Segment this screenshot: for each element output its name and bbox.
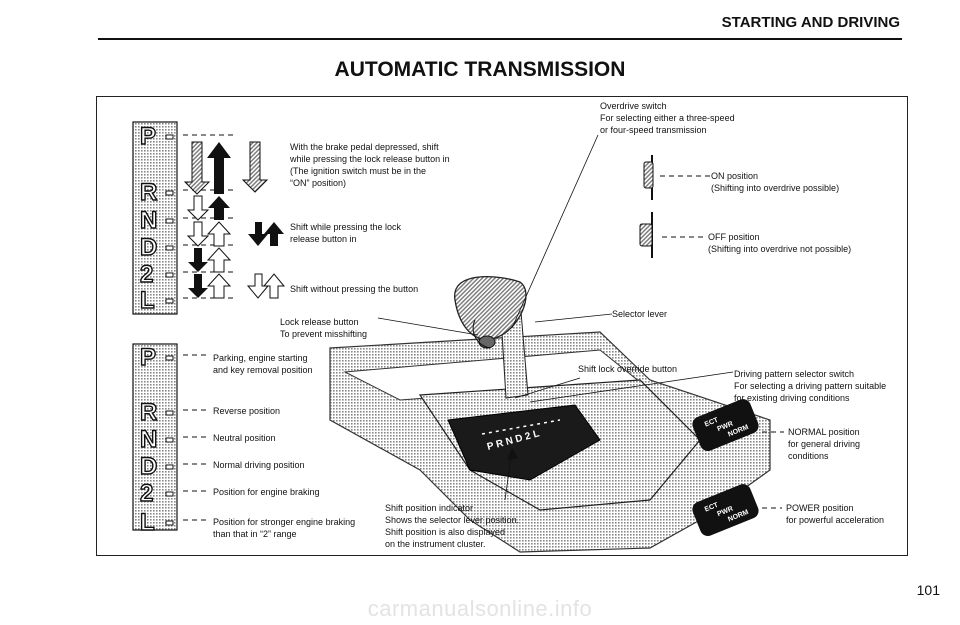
note-free-shift: Shift without pressing the button [290, 284, 419, 294]
gate-top-letter-n: N [140, 207, 157, 234]
position-2-desc: Position for engine braking [213, 487, 320, 497]
overdrive-switch-icons [639, 155, 710, 258]
gate-bottom-detent-r [165, 410, 174, 416]
gate-top-letter-2: 2 [140, 261, 153, 288]
leader-lines [377, 134, 734, 501]
gate-bottom-detent-2 [165, 491, 174, 497]
gate-bottom-letter-r: R [140, 399, 157, 426]
section-header: STARTING AND DRIVING [721, 14, 900, 31]
gate-bottom-detent-p [165, 355, 174, 361]
selector-lever-label: Selector lever [612, 309, 668, 319]
gate-bottom-letter-2: 2 [140, 480, 153, 507]
gate-top-letter-d: D [140, 234, 157, 261]
gate-top-detent-n [165, 218, 174, 224]
page-number: 101 [916, 582, 940, 598]
gate-panel [132, 121, 178, 531]
gate-top-detent-2 [165, 272, 174, 278]
overdrive-on-label: ON position(Shifting into overdrive poss… [711, 171, 840, 193]
gate-top-letter-p: P [140, 123, 156, 150]
gate-dashes [183, 134, 235, 521]
watermark: carmanualsonline.info [367, 596, 593, 621]
pattern-switch-icons: ECT PWR NORM ECT PWR NORM [692, 399, 784, 536]
gate-top-letter-r: R [140, 179, 157, 206]
gate-bottom-detent-n [165, 437, 174, 443]
gate-bottom-letter-d: D [140, 453, 157, 480]
overdrive-off-label: OFF position(Shifting into overdrive not… [708, 232, 852, 254]
position-n-desc: Neutral position [213, 433, 276, 443]
gate-top-detent-p [165, 134, 174, 140]
shift-arrows [183, 141, 286, 299]
gate-bottom-letter-p: P [140, 344, 156, 371]
gate-bottom-detent-l [165, 520, 174, 526]
gate-top-detent-d [165, 245, 174, 251]
header-rule [98, 38, 902, 40]
gate-top-letter-l: L [140, 287, 155, 314]
gate-top-detent-r [165, 190, 174, 196]
position-d-desc: Normal driving position [213, 460, 305, 470]
diagram-frame [96, 96, 908, 556]
console-drawing: P R N D 2 L [329, 276, 771, 553]
gate-bottom-letter-n: N [140, 426, 157, 453]
position-r-desc: Reverse position [213, 406, 281, 416]
gate-top-detent-l [165, 298, 174, 304]
gate-bottom-detent-d [165, 464, 174, 470]
shift-lock-override-label: Shift lock override button [578, 364, 678, 374]
page-title: AUTOMATIC TRANSMISSION [334, 58, 626, 81]
gate-bottom-letter-l: L [140, 509, 155, 536]
